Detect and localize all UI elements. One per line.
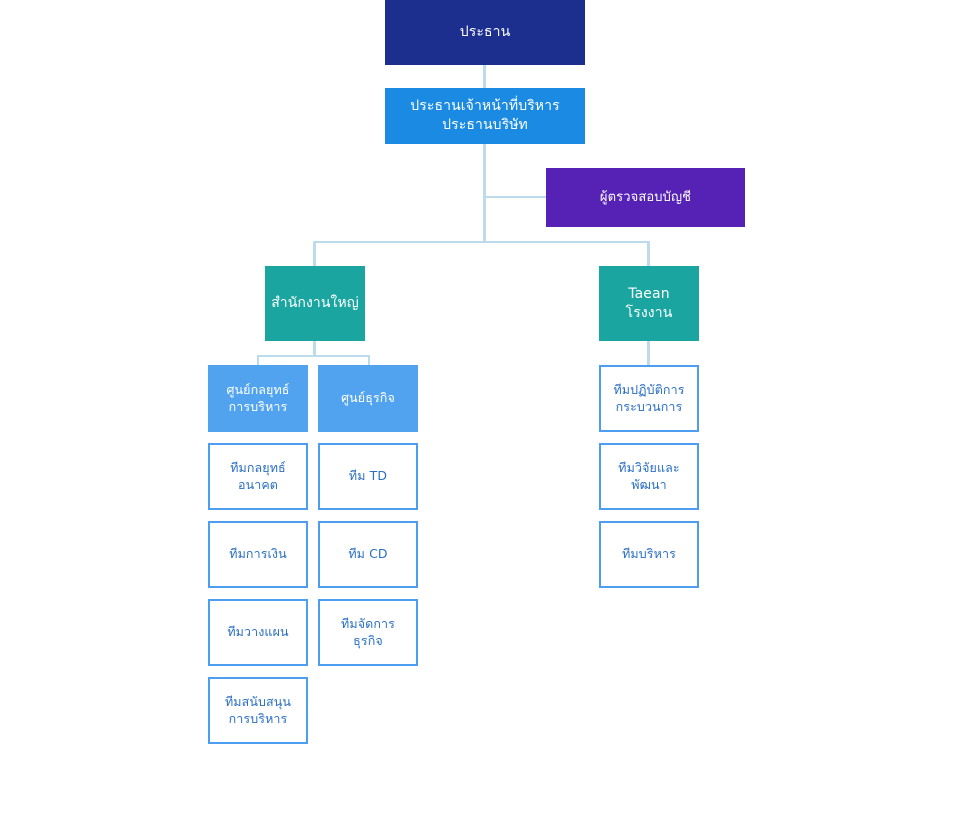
node-head-office[interactable]: สำนักงานใหญ่ [265, 266, 365, 341]
node-chairman-label: ประธาน [459, 24, 511, 41]
node-center-business[interactable]: ศูนย์ธุรกิจ [318, 365, 418, 432]
node-business-team-1-label: ทีม TD [348, 468, 388, 484]
connector-bus-taean-factory [647, 241, 650, 266]
node-strategy-team-3-label: ทีมวางแผน [227, 624, 289, 640]
node-center-business-label: ศูนย์ธุรกิจ [341, 390, 395, 406]
node-taean-factory-label: Taean โรงงาน [625, 285, 673, 321]
node-head-office-label: สำนักงานใหญ่ [271, 295, 359, 312]
node-business-team-2-label: ทีม CD [348, 546, 388, 562]
node-business-team-3[interactable]: ทีมจัดการ ธุรกิจ [318, 599, 418, 666]
node-factory-team-1-label: ทีมปฏิบัติการ กระบวนการ [613, 381, 685, 414]
node-center-strategy[interactable]: ศูนย์กลยุทธ์ การบริหาร [208, 365, 308, 432]
node-factory-team-2[interactable]: ทีมวิจัยและ พัฒนา [599, 443, 699, 510]
node-business-team-2[interactable]: ทีม CD [318, 521, 418, 588]
node-center-strategy-label: ศูนย์กลยุทธ์ การบริหาร [226, 381, 290, 414]
node-taean-factory[interactable]: Taean โรงงาน [599, 266, 699, 341]
node-factory-team-3-label: ทีมบริหาร [622, 546, 676, 562]
node-factory-team-3[interactable]: ทีมบริหาร [599, 521, 699, 588]
node-strategy-team-1-label: ทีมกลยุทธ์ อนาคต [230, 459, 286, 492]
node-auditor[interactable]: ผู้ตรวจสอบบัญชี [546, 168, 745, 227]
node-factory-team-2-label: ทีมวิจัยและ พัฒนา [618, 459, 680, 492]
connector-bus-center-strategy [257, 355, 259, 365]
node-business-team-1[interactable]: ทีม TD [318, 443, 418, 510]
node-strategy-team-2[interactable]: ทีมการเงิน [208, 521, 308, 588]
connector-center-bus [257, 355, 370, 357]
connector-chairman-ceo [483, 65, 486, 88]
connector-ceo-trunk [483, 144, 486, 242]
node-factory-team-1[interactable]: ทีมปฏิบัติการ กระบวนการ [599, 365, 699, 432]
node-ceo-label: ประธานเจ้าหน้าที่บริหาร ประธานบริษัท [410, 98, 560, 133]
connector-bus-head-office [313, 241, 316, 266]
node-strategy-team-4-label: ทีมสนับสนุน การบริหาร [224, 693, 292, 726]
node-business-team-3-label: ทีมจัดการ ธุรกิจ [341, 615, 395, 648]
node-ceo[interactable]: ประธานเจ้าหน้าที่บริหาร ประธานบริษัท [385, 88, 585, 144]
node-strategy-team-4[interactable]: ทีมสนับสนุน การบริหาร [208, 677, 308, 744]
node-chairman[interactable]: ประธาน [385, 0, 585, 65]
node-strategy-team-3[interactable]: ทีมวางแผน [208, 599, 308, 666]
connector-head-office-trunk [313, 341, 316, 356]
connector-bus-center-business [368, 355, 370, 365]
connector-factory-team [647, 341, 650, 365]
node-strategy-team-2-label: ทีมการเงิน [229, 546, 287, 562]
connector-division-bus [313, 241, 650, 243]
node-auditor-label: ผู้ตรวจสอบบัญชี [599, 189, 692, 205]
connector-trunk-auditor [483, 196, 547, 198]
node-strategy-team-1[interactable]: ทีมกลยุทธ์ อนาคต [208, 443, 308, 510]
